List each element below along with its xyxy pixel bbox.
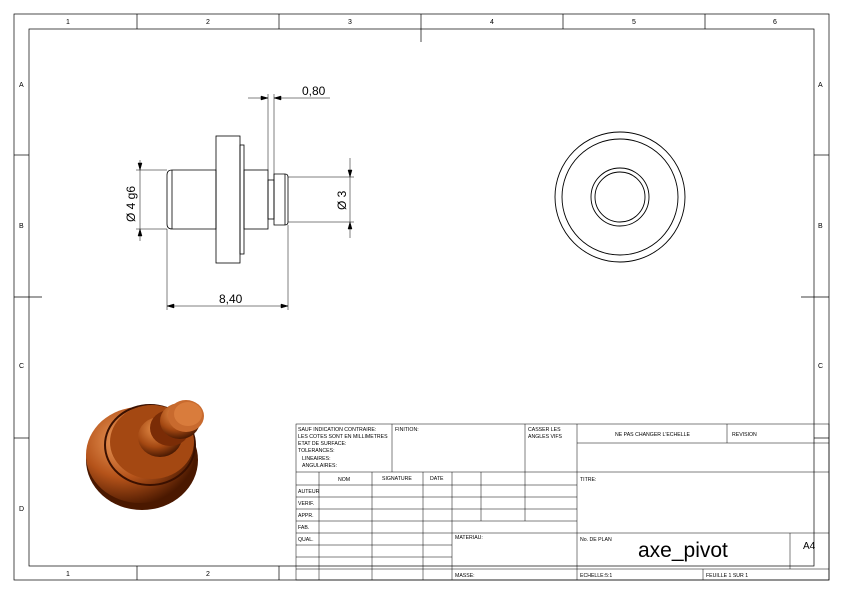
column-label: 3 xyxy=(348,19,352,26)
general-note-line: ANGULAIRES: xyxy=(302,463,337,469)
front-view xyxy=(554,131,686,263)
role-qual: QUAL. xyxy=(298,537,314,543)
edges-label: CASSER LES xyxy=(528,427,561,433)
dimension-thickness: 0,80 xyxy=(302,84,326,98)
role-author: AUTEUR xyxy=(298,489,320,495)
drawing-no-label: No. DE PLAN xyxy=(580,537,612,543)
row-label: A xyxy=(19,82,24,89)
column-label: 2 xyxy=(206,571,210,578)
header-signature: SIGNATURE xyxy=(382,476,412,482)
side-view xyxy=(166,135,289,264)
column-label: 1 xyxy=(66,571,70,578)
column-label: 1 xyxy=(66,19,70,26)
row-label: B xyxy=(818,223,823,230)
column-label: 2 xyxy=(206,19,210,26)
dimension-shaft-diameter: Ø 4 g6 xyxy=(124,186,138,222)
column-label: 6 xyxy=(773,19,777,26)
finish-label: FINITION: xyxy=(395,427,419,433)
general-note-line: ETAT DE SURFACE: xyxy=(298,441,346,447)
drawing-name: axe_pivot xyxy=(638,539,728,562)
title-block xyxy=(295,423,830,581)
general-note-line: LES COTES SONT EN MILLIMETRES xyxy=(298,434,388,440)
row-label: A xyxy=(818,82,823,89)
row-label: B xyxy=(19,223,24,230)
title-label: TITRE: xyxy=(580,477,596,483)
revision-label: REVISION xyxy=(732,432,757,438)
dimension-lines xyxy=(136,94,354,310)
material-label: MATERIAU: xyxy=(455,535,483,541)
column-label: 5 xyxy=(632,19,636,26)
isometric-part-view xyxy=(86,400,204,510)
role-appr: APPR. xyxy=(298,513,314,519)
row-label: C xyxy=(818,363,823,370)
header-name: NOM xyxy=(338,477,350,483)
zone-labels: 1 2 3 4 5 6 1 2 A B C D A B C xyxy=(19,19,823,578)
scale-label: ECHELLE:5:1 xyxy=(580,573,612,579)
general-note-line: TOLERANCES: xyxy=(298,448,335,454)
role-fab: FAB. xyxy=(298,525,309,531)
column-label: 4 xyxy=(490,19,494,26)
row-label: C xyxy=(19,363,24,370)
general-note-line: LINEAIRES: xyxy=(302,456,331,462)
title-block-text: SAUF INDICATION CONTRAIRE: LES COTES SON… xyxy=(298,427,816,579)
row-label: D xyxy=(19,506,24,513)
role-verif: VERIF. xyxy=(298,501,314,507)
scale-note: NE PAS CHANGER L'ECHELLE xyxy=(615,432,691,438)
sheet-label: FEUILLE 1 SUR 1 xyxy=(706,573,748,579)
sheet-size: A4 xyxy=(803,541,816,552)
dimension-tip-diameter: Ø 3 xyxy=(335,190,349,210)
edges-label: ANGLES VIFS xyxy=(528,434,563,440)
header-date: DATE xyxy=(430,476,444,482)
general-note-line: SAUF INDICATION CONTRAIRE: xyxy=(298,427,376,433)
dimension-length: 8,40 xyxy=(219,292,243,306)
mass-label: MASSE: xyxy=(455,573,475,579)
